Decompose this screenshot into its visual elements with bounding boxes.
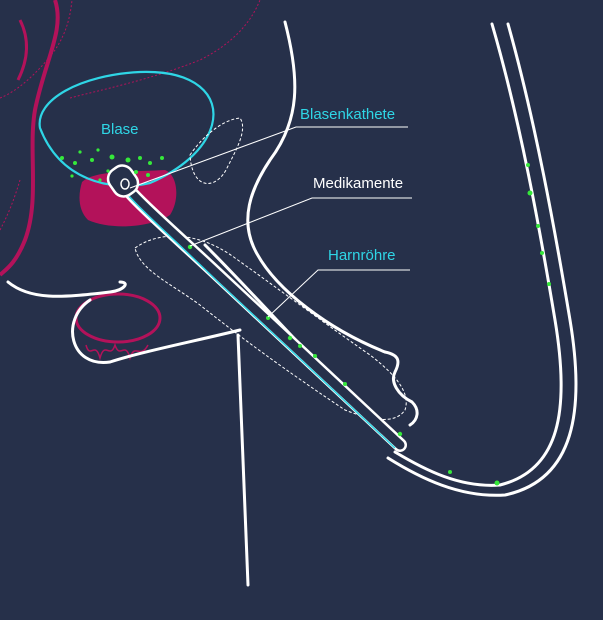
- scrotal-tissue-line: [85, 342, 149, 361]
- pelvic-tissue-contours: [0, 0, 261, 231]
- catheter: [106, 164, 407, 452]
- catheter-leader-line: [129, 126, 408, 189]
- label-medication: Medikamente: [313, 175, 403, 192]
- catheter-eyelet: [120, 178, 130, 190]
- leader-lines: [129, 126, 412, 318]
- label-urethra: Harnröhre: [328, 247, 396, 264]
- medication-leader-line: [189, 197, 412, 247]
- label-bladder: Blase: [101, 121, 139, 138]
- body-outline: [6, 20, 578, 587]
- catheter-tip: [106, 164, 140, 198]
- label-catheter: Blasenkathete: [300, 106, 395, 123]
- urethra-leader-line: [267, 269, 410, 318]
- bladder-outline: [38, 70, 215, 187]
- erectile-tissue-contours: [134, 117, 407, 420]
- rectum-outline: [0, 0, 60, 277]
- tissue-outline-small: [16, 19, 29, 81]
- medication-particles: [60, 148, 551, 486]
